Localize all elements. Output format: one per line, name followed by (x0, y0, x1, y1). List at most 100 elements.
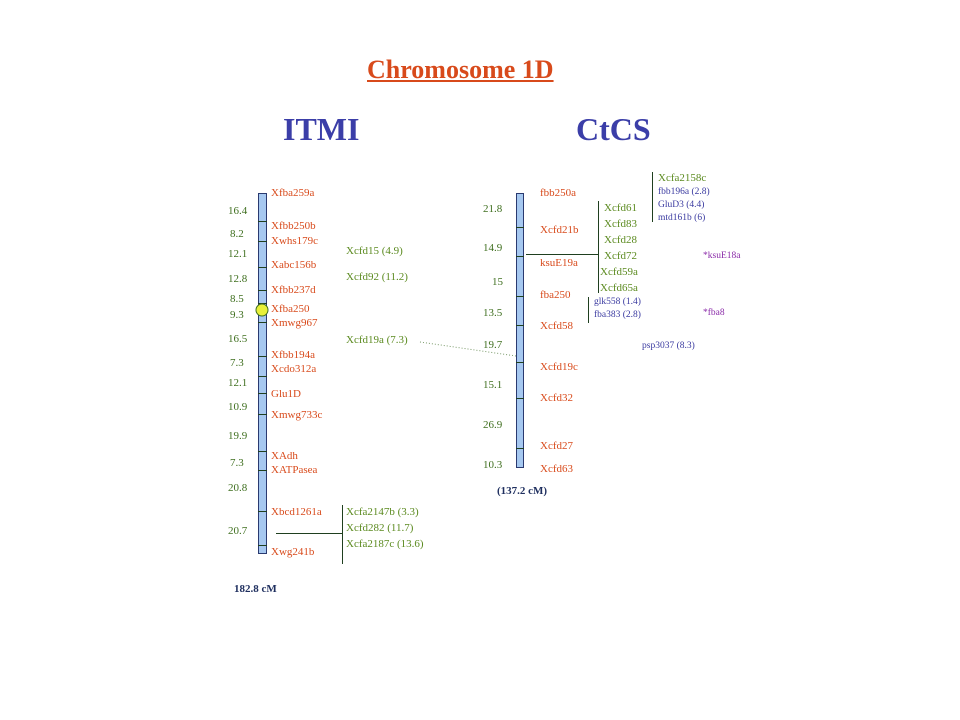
ctcs-tick (516, 296, 524, 297)
ctcs-top-group-marker: fbb196a (2.8) (658, 187, 710, 197)
itmi-marker: XAdh (271, 450, 298, 462)
itmi-tick (258, 511, 267, 512)
starred-marker: *fba8 (703, 308, 725, 318)
ctcs-group-marker: Xcfd61 (604, 202, 637, 214)
itmi-tick (258, 322, 267, 323)
ctcs-distance: 14.9 (483, 242, 503, 254)
connector-line (526, 254, 598, 255)
itmi-marker: Xmwg733c (271, 409, 323, 421)
itmi-marker: Xfbb250b (271, 220, 316, 232)
itmi-marker: Xmwg967 (271, 317, 318, 329)
bracket-line (588, 297, 589, 323)
itmi-tick (258, 393, 267, 394)
ctcs-group-marker: Xcfd28 (604, 234, 637, 246)
itmi-marker: Xwg241b (271, 546, 315, 558)
ctcs-marker: fbb250a (540, 187, 577, 199)
itmi-distance: 7.3 (230, 457, 244, 469)
itmi-distance: 9.3 (230, 309, 244, 321)
itmi-distance: 8.2 (230, 228, 244, 240)
ctcs-marker: Xcfd32 (540, 392, 573, 404)
itmi-group-marker: Xcfa2187c (13.6) (346, 538, 424, 550)
itmi-satellite-marker: Xcfd19a (7.3) (346, 334, 408, 346)
itmi-tick (258, 414, 267, 415)
itmi-total-length: 182.8 cM (234, 583, 277, 595)
itmi-marker: Xcdo312a (271, 363, 317, 375)
ctcs-tick (516, 256, 524, 257)
ctcs-total-length: (137.2 cM) (497, 485, 548, 497)
itmi-tick (258, 267, 267, 268)
itmi-satellite-marker: Xcfd15 (4.9) (346, 245, 403, 257)
starred-marker: *ksuE18a (703, 251, 741, 261)
ctcs-marker: Xcfd19c (540, 361, 578, 373)
ctcs-distance: 15.1 (483, 379, 503, 391)
itmi-marker: Xfba250 (271, 303, 310, 315)
ctcs-distance: 10.3 (483, 459, 503, 471)
ctcs-marker: ksuE19a (540, 257, 578, 269)
itmi-distance: 19.9 (228, 430, 248, 442)
itmi-heading: ITMI (283, 111, 360, 147)
ctcs-distance: 21.8 (483, 203, 503, 215)
ctcs-marker: Xcfd63 (540, 463, 573, 475)
ctcs-tick (516, 362, 524, 363)
itmi-tick (258, 356, 267, 357)
itmi-distance: 20.7 (228, 525, 248, 537)
ctcs-top-group-marker: mtd161b (6) (658, 213, 706, 223)
ctcs-distance: 26.9 (483, 419, 503, 431)
itmi-distance: 10.9 (228, 401, 248, 413)
itmi-chromosome-bar (258, 193, 267, 554)
figure-title: Chromosome 1D (367, 55, 554, 84)
itmi-group-marker: Xcfd282 (11.7) (346, 522, 414, 534)
itmi-marker: Xfbb194a (271, 349, 315, 361)
bracket-line (652, 172, 653, 222)
itmi-tick (258, 221, 267, 222)
itmi-tick (258, 241, 267, 242)
itmi-distance: 8.5 (230, 293, 244, 305)
ctcs-group-marker: Xcfd83 (604, 218, 637, 230)
ctcs-marker: Xcfd21b (540, 224, 579, 236)
ctcs-chromosome-bar (516, 193, 524, 468)
ctcs-group-marker: Xcfd65a (600, 282, 638, 294)
ctcs-marker: fba250 (540, 289, 571, 301)
ctcs-marker: Xcfd27 (540, 440, 573, 452)
ctcs-heading: CtCS (576, 111, 651, 147)
ctcs-top-bold-marker: Xcfa2158c (658, 172, 707, 184)
bracket-line (598, 201, 599, 293)
itmi-tick (258, 451, 267, 452)
itmi-marker: Glu1D (271, 388, 301, 400)
itmi-marker: Xbcd1261a (271, 506, 322, 518)
itmi-tick (258, 376, 267, 377)
ctcs-extra-marker: psp3037 (8.3) (642, 341, 695, 351)
ctcs-group-marker: Xcfd59a (600, 266, 638, 278)
itmi-distance: 16.5 (228, 333, 248, 345)
ctcs-mid-group-marker: fba383 (2.8) (594, 310, 641, 320)
ctcs-tick (516, 398, 524, 399)
itmi-marker: Xfba259a (271, 187, 315, 199)
itmi-tick (258, 303, 267, 304)
centromere-icon (255, 303, 269, 317)
ctcs-distance: 13.5 (483, 307, 503, 319)
itmi-distance: 16.4 (228, 205, 248, 217)
itmi-marker: Xfbb237d (271, 284, 316, 296)
itmi-distance: 12.1 (228, 248, 248, 260)
ctcs-tick (516, 325, 524, 326)
itmi-distance: 12.8 (228, 273, 248, 285)
itmi-marker: XATPasea (271, 464, 318, 476)
itmi-satellite-marker: Xcfd92 (11.2) (346, 271, 408, 283)
itmi-tick (258, 545, 267, 546)
ctcs-marker: Xcfd58 (540, 320, 573, 332)
itmi-tick (258, 470, 267, 471)
itmi-distance: 12.1 (228, 377, 248, 389)
bracket-line (342, 505, 343, 564)
itmi-distance: 20.8 (228, 482, 248, 494)
ctcs-tick (516, 227, 524, 228)
itmi-marker: Xabc156b (271, 259, 317, 271)
itmi-tick (258, 290, 267, 291)
ctcs-group-marker: Xcfd72 (604, 250, 637, 262)
ctcs-top-group-marker: GluD3 (4.4) (658, 200, 705, 210)
itmi-group-marker: Xcfa2147b (3.3) (346, 506, 419, 518)
ctcs-distance: 19.7 (483, 339, 503, 351)
connector-line (276, 533, 342, 534)
ctcs-mid-group-marker: glk558 (1.4) (594, 297, 641, 307)
